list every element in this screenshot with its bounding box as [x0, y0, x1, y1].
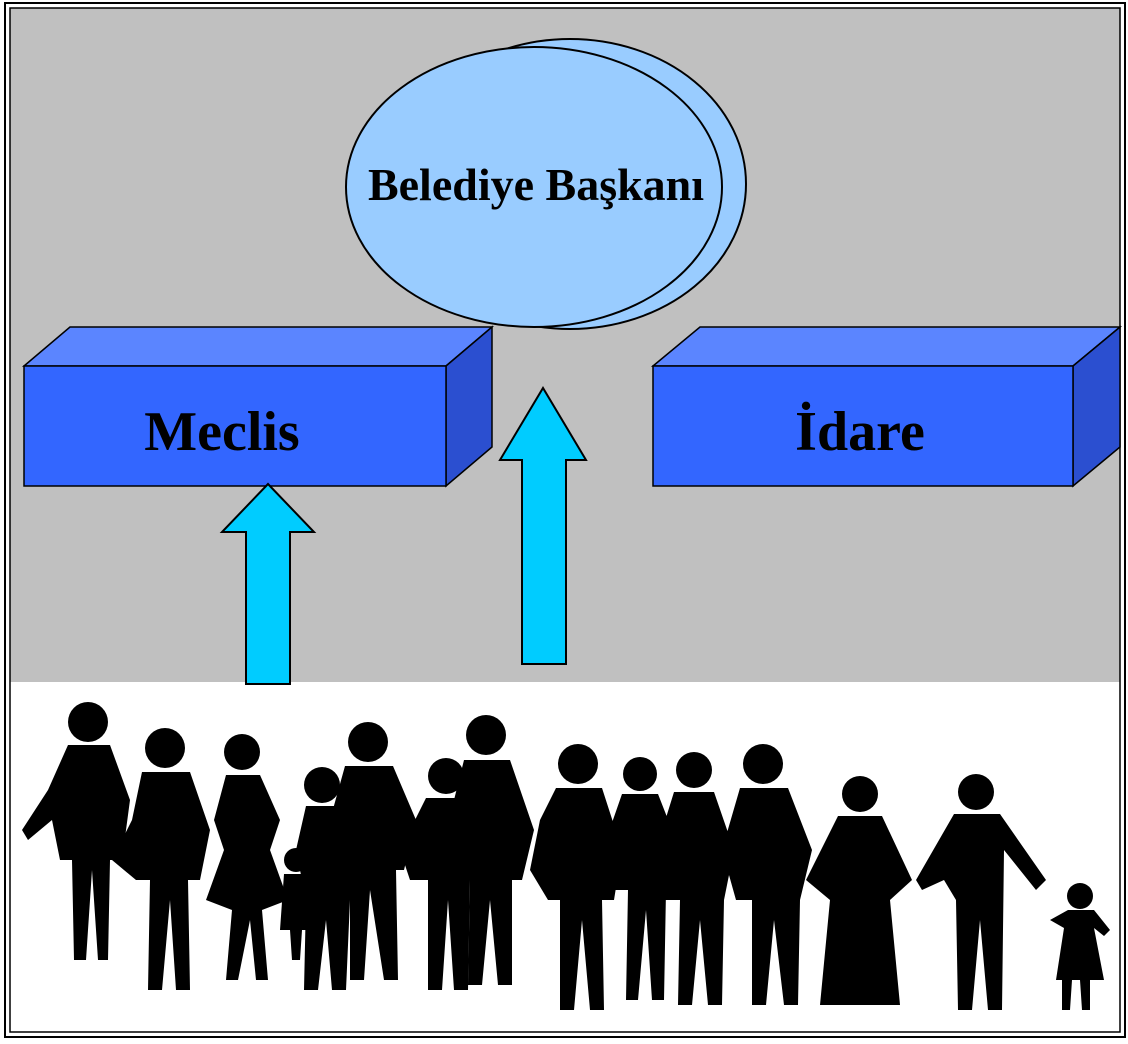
mayor-label: Belediye Başkanı: [368, 159, 704, 210]
administration-node: İdare: [650, 325, 1123, 488]
council-box-top: [21, 326, 495, 367]
people-crowd-silhouette-icon: [22, 702, 1110, 1010]
mayor-ellipse: [345, 46, 723, 328]
arrow-to-council: [219, 482, 317, 685]
arrow-to-mayor: [498, 386, 588, 665]
administration-box-front: [652, 365, 1074, 487]
council-box-front: [23, 365, 447, 487]
administration-box-top: [650, 326, 1123, 367]
administration-label: İdare: [795, 401, 925, 463]
council-node: Meclis: [21, 325, 495, 488]
mayor-node: Belediye Başkanı: [345, 38, 747, 330]
inner-frame: [9, 7, 1121, 1033]
council-label: Meclis: [144, 401, 299, 463]
outer-frame: [4, 2, 1126, 1038]
